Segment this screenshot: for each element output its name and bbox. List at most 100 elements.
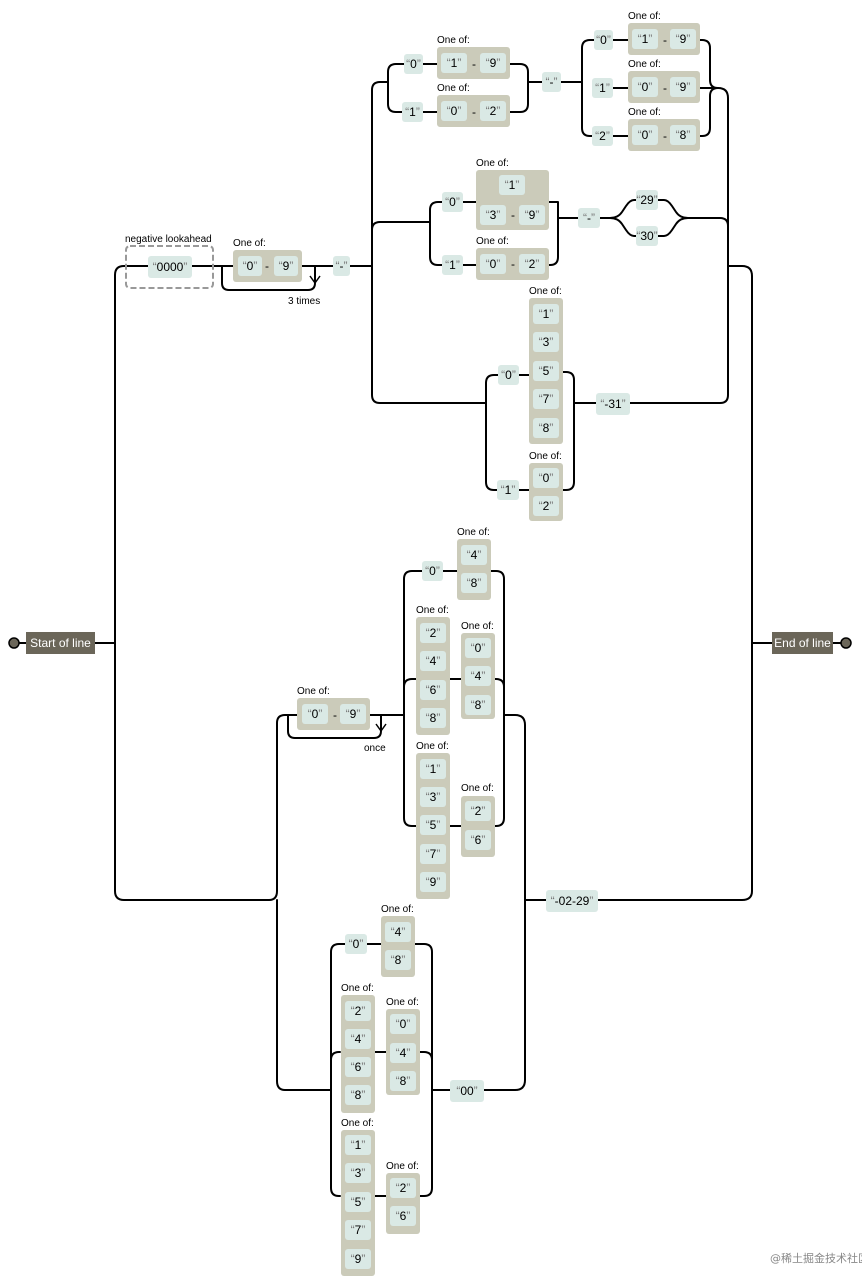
literal-box: [345, 1135, 371, 1155]
literal-box: [480, 53, 506, 73]
literal-box: [499, 175, 525, 195]
literal-text: “-”: [546, 75, 558, 89]
literal-box: [420, 651, 446, 671]
literal-text: “1”: [539, 307, 554, 321]
literal-box: [442, 192, 463, 212]
literal-box: [450, 1080, 484, 1102]
one-of-label: One of:: [628, 107, 661, 118]
literal-box: [345, 1192, 371, 1212]
literal-text: “-31”: [600, 397, 625, 411]
literal-text: “29”: [636, 193, 657, 207]
literal-box: [636, 190, 658, 210]
literal-box: [632, 29, 658, 49]
literal-box: [420, 759, 446, 779]
literal-box: [420, 623, 446, 643]
literal-box: [465, 801, 491, 821]
literal-text: “4”: [391, 925, 406, 939]
literal-text: “8”: [426, 711, 441, 725]
literal-text: “1”: [351, 1138, 366, 1152]
literal-box: [148, 256, 192, 278]
literal-text: “3”: [486, 208, 501, 222]
one-of-label: One of:: [437, 35, 470, 46]
literal-text: “1”: [638, 32, 653, 46]
one-of-label: One of:: [476, 236, 509, 247]
literal-box: [390, 1178, 416, 1198]
literal-box: [533, 468, 559, 488]
literal-text: “8”: [351, 1088, 366, 1102]
literal-text: “2”: [426, 626, 441, 640]
negative-lookahead-label: negative lookahead: [125, 234, 212, 245]
literal-box: [596, 393, 630, 415]
literal-text: “1”: [501, 483, 516, 497]
literal-text: “2”: [351, 1004, 366, 1018]
literal-box: [390, 1014, 416, 1034]
literal-text: “5”: [539, 364, 554, 378]
literal-text: “7”: [426, 847, 441, 861]
one-of-label: One of:: [386, 997, 419, 1008]
literal-box: [480, 254, 506, 274]
literal-box: [533, 361, 559, 381]
literal-text: “6”: [396, 1209, 411, 1223]
range-separator: -: [265, 259, 269, 273]
literal-text: “9”: [525, 208, 540, 222]
literal-box: [632, 77, 658, 97]
literal-box: [422, 561, 443, 581]
literal-text: “3”: [426, 790, 441, 804]
connection-wires: [13, 39, 847, 1197]
literal-text: “00”: [456, 1084, 477, 1098]
literal-box: [480, 101, 506, 121]
one-of-label: One of:: [628, 11, 661, 22]
literal-text: “0”: [447, 104, 462, 118]
literal-box: [461, 545, 487, 565]
range-separator: -: [511, 208, 515, 222]
range-separator: -: [663, 81, 667, 95]
literal-box: [385, 950, 411, 970]
literal-box: [592, 126, 613, 146]
literal-box: [465, 830, 491, 850]
literal-box: [390, 1071, 416, 1091]
literal-box: [420, 787, 446, 807]
start-of-line-anchor: [26, 632, 95, 654]
literal-text: “8”: [676, 128, 691, 142]
char-set-box: [416, 617, 450, 735]
literal-text: “-”: [336, 259, 348, 273]
literal-text: “9”: [351, 1252, 366, 1266]
range-separator: -: [663, 33, 667, 47]
literal-text: “8”: [396, 1074, 411, 1088]
literal-box: [546, 890, 598, 912]
literal-text: “2”: [539, 499, 554, 513]
literal-box: [345, 1001, 371, 1021]
literal-text: “4”: [396, 1046, 411, 1060]
watermark: @稀土掘金技术社区: [770, 1251, 862, 1265]
literal-text: “9”: [676, 80, 691, 94]
literal-box: [345, 1029, 371, 1049]
literal-text: “0”: [349, 937, 364, 951]
literal-box: [461, 573, 487, 593]
literal-box: [533, 418, 559, 438]
literal-text: “6”: [426, 683, 441, 697]
literal-box: [636, 226, 658, 246]
literal-box: [533, 496, 559, 516]
one-of-label: One of:: [381, 904, 414, 915]
literal-box: [578, 208, 600, 228]
one-of-label: One of:: [341, 983, 374, 994]
literal-box: [274, 256, 298, 276]
literal-text: “1”: [505, 178, 520, 192]
literal-text: “1”: [447, 56, 462, 70]
literal-text: “2”: [595, 129, 610, 143]
char-set-box: [341, 995, 375, 1113]
literal-text: “2”: [471, 804, 486, 818]
end-of-line-label: End of line: [774, 636, 831, 650]
one-of-label: One of:: [416, 741, 449, 752]
end-terminal-dot: [840, 637, 852, 649]
literal-text: “4”: [467, 548, 482, 562]
literal-box: [533, 304, 559, 324]
literal-text: “0”: [406, 57, 421, 71]
literal-box: [498, 365, 519, 385]
literal-text: “0”: [425, 564, 440, 578]
literal-box: [420, 844, 446, 864]
literal-text: “1”: [426, 762, 441, 776]
literal-box: [533, 332, 559, 352]
literal-text: “0”: [638, 128, 653, 142]
literal-text: “7”: [539, 392, 554, 406]
